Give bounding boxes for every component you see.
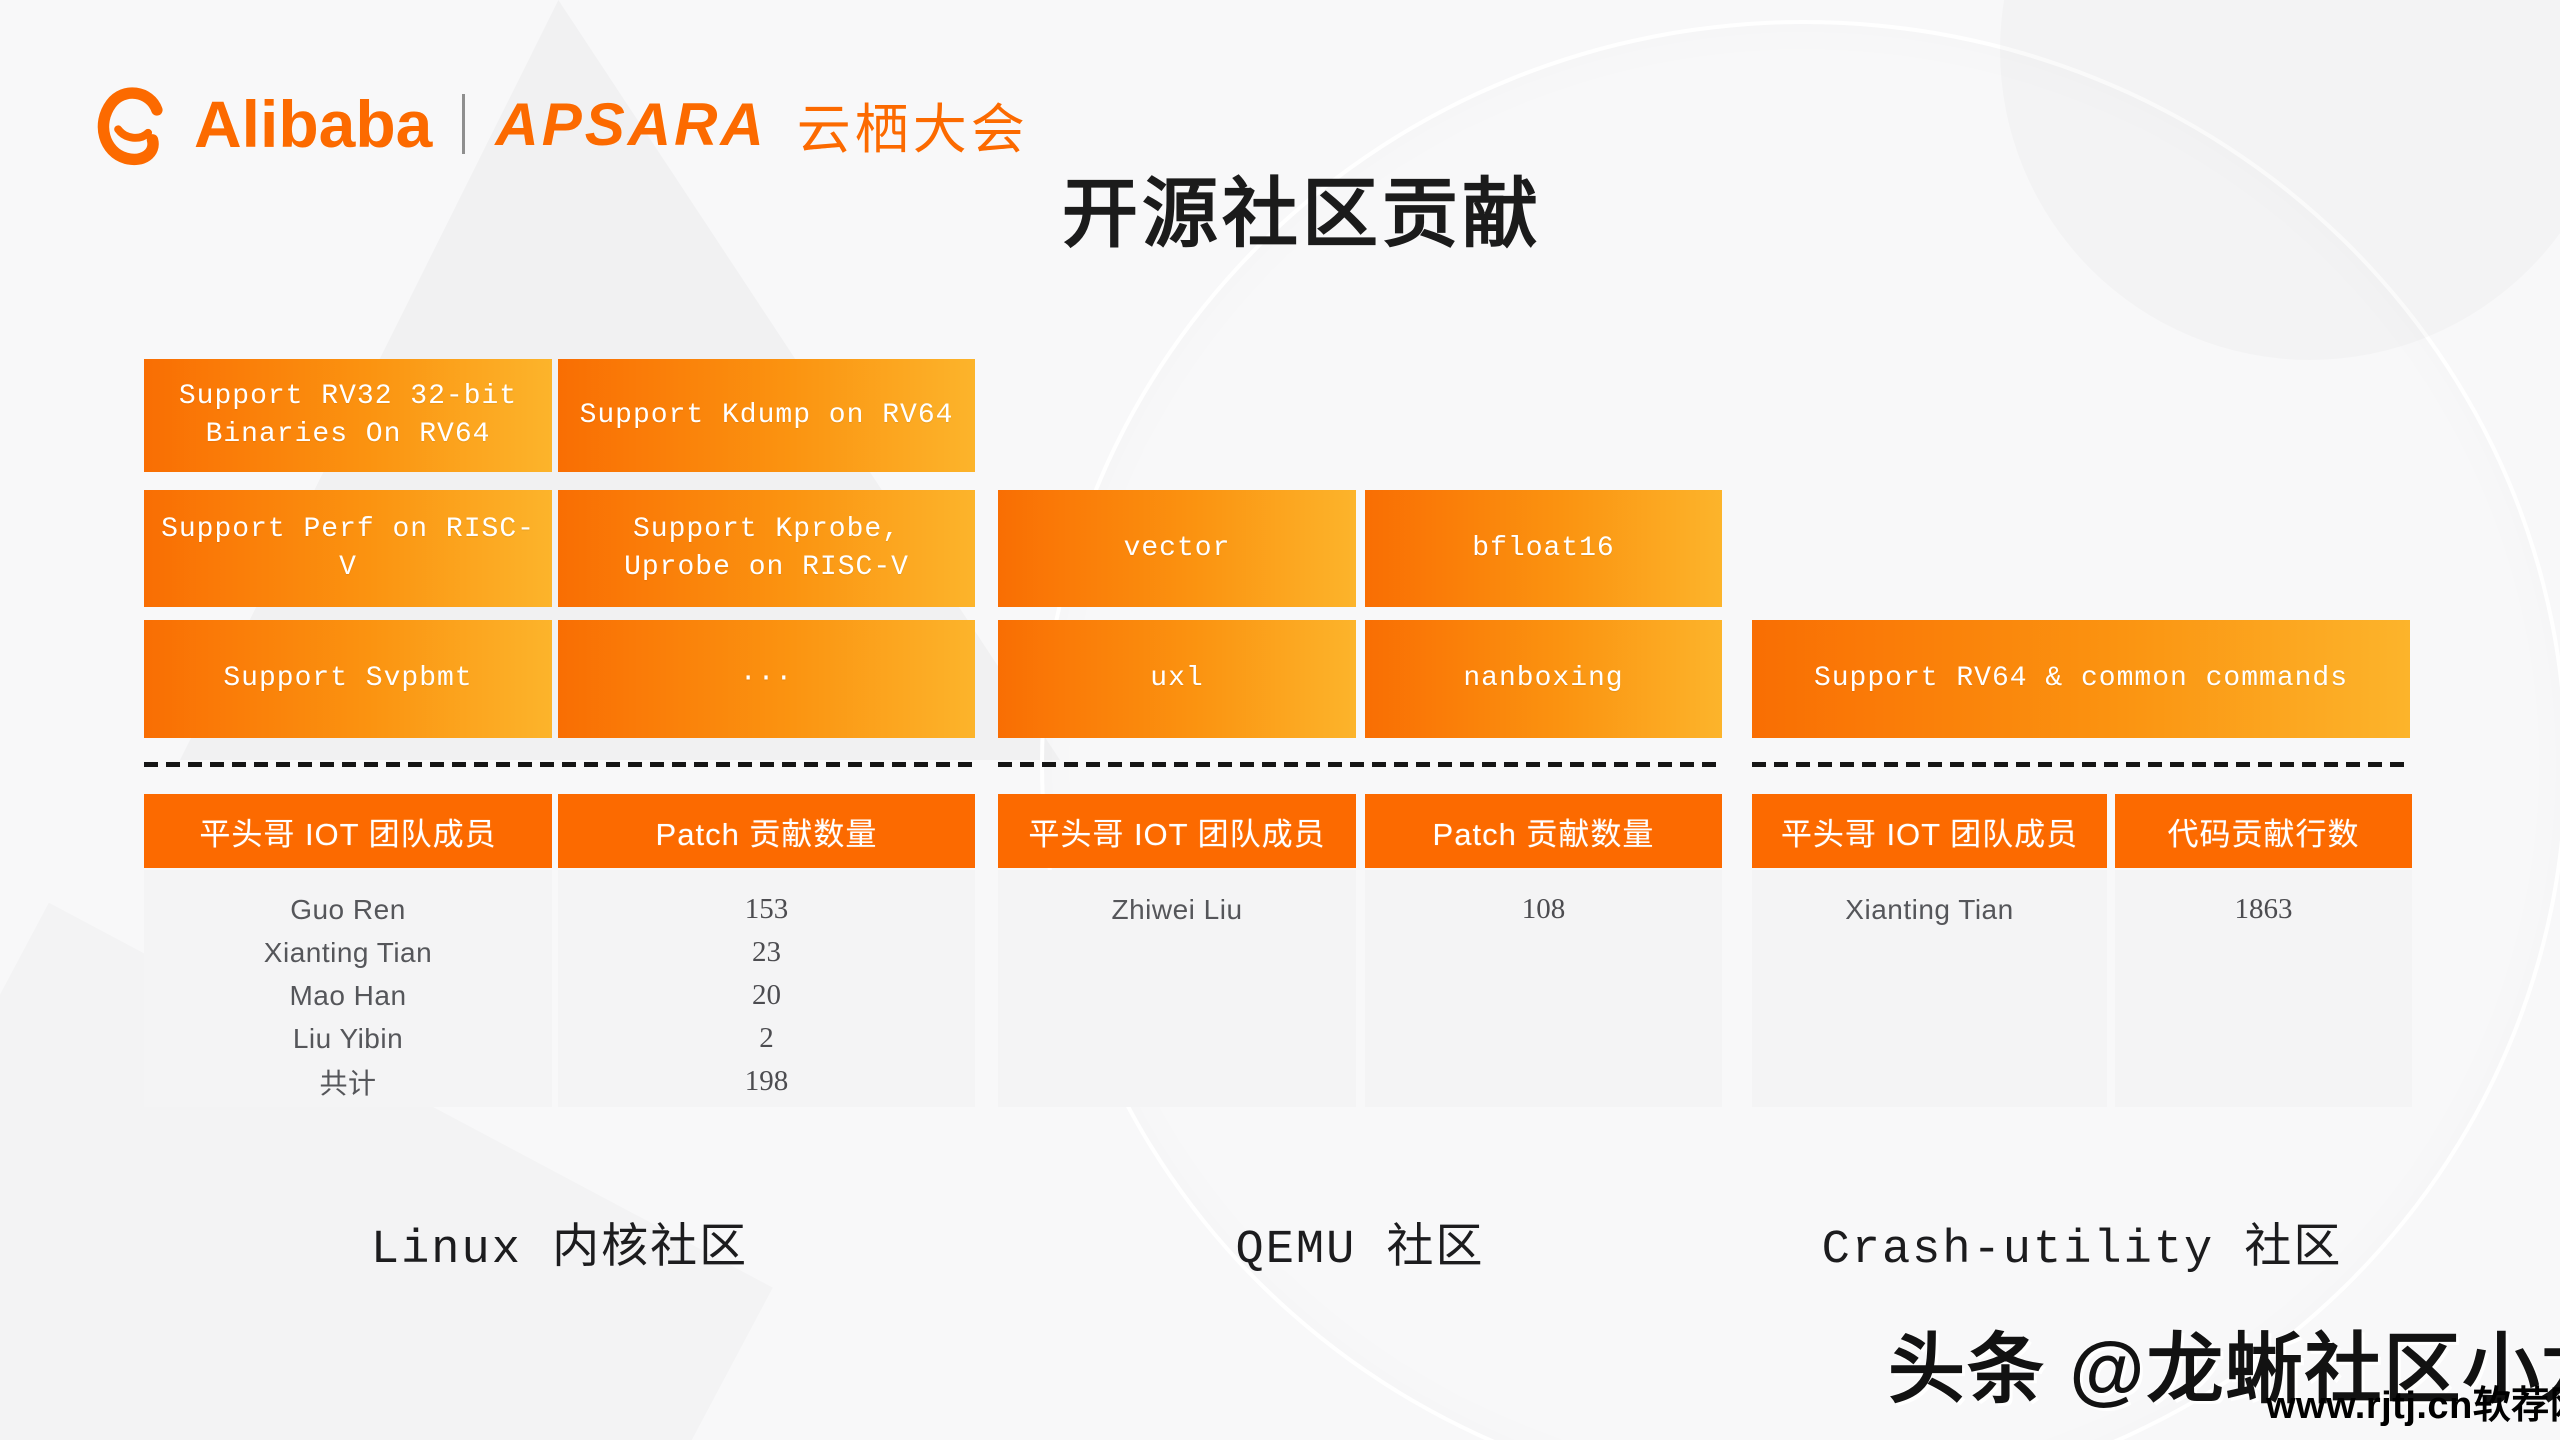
dashed-divider-linux [144, 762, 975, 767]
table-row: 1863 [2115, 888, 2412, 931]
member-name: Xianting Tian [1845, 893, 2014, 925]
feature-box-linux-svpbmt: Support Svpbmt [144, 620, 552, 738]
table-row: 153 [558, 888, 975, 931]
table-row: 2 [558, 1017, 975, 1060]
feature-box-label: Support RV64 & common commands [1813, 663, 2349, 695]
table-row: 198 [558, 1060, 975, 1103]
watermark-site: www.rjtj.cn软荐网 [2266, 1385, 2560, 1427]
table-column-values: 108 [1365, 870, 1722, 1107]
dashed-divider-crash [1752, 762, 2412, 767]
table-row: Guo Ren [144, 888, 552, 931]
feature-box-linux-perf: Support Perf on RISC-V [144, 490, 552, 607]
table-row: Mao Han [144, 974, 552, 1017]
alibaba-smiley-icon [97, 87, 163, 166]
feature-box-label: Support Kprobe, Uprobe on RISC-V [624, 513, 909, 583]
table-row: Xianting Tian [144, 931, 552, 974]
patch-count: 20 [752, 979, 781, 1011]
page-title: 开源社区贡献 [1062, 172, 1542, 257]
feature-box-label: nanboxing [1463, 663, 1624, 695]
table-row: 108 [1365, 888, 1722, 931]
feature-box-linux-more: ··· [558, 620, 975, 738]
conference-wordmark: 云栖大会 [796, 99, 1029, 160]
member-name: Zhiwei Liu [1111, 893, 1243, 925]
member-name: Liu Yibin [292, 1022, 404, 1054]
alibaba-wordmark: Alibaba [194, 87, 433, 161]
table-row: Liu Yibin [144, 1017, 552, 1060]
community-label-linux: Linux 内核社区 [370, 1224, 749, 1277]
table-header-loc: 代码贡献行数 [2115, 794, 2412, 868]
feature-box-label: Support Svpbmt [223, 663, 473, 695]
feature-box-label: Support Perf on RISC-V [161, 513, 535, 583]
patch-count: 2 [759, 1022, 774, 1054]
feature-box-label: bfloat16 [1472, 532, 1615, 564]
table-column-members: Xianting Tian [1752, 870, 2107, 1107]
feature-box-qemu-uxl: uxl [998, 620, 1356, 738]
table-row: 20 [558, 974, 975, 1017]
table-row: 共计 [144, 1060, 552, 1103]
table-column-members: Zhiwei Liu [998, 870, 1356, 1107]
feature-box-linux-kdump: Support Kdump on RV64 [558, 359, 975, 472]
member-name: Guo Ren [290, 893, 406, 925]
feature-box-label: uxl [1150, 663, 1204, 695]
feature-box-label: Support RV32 32-bit Binaries On RV64 [178, 380, 518, 450]
feature-box-qemu-vector: vector [998, 490, 1356, 607]
feature-box-linux-rv32: Support RV32 32-bit Binaries On RV64 [144, 359, 552, 472]
table-header-members: 平头哥 IOT 团队成员 [144, 794, 552, 868]
table-row: Zhiwei Liu [998, 888, 1356, 931]
logo-divider [462, 94, 466, 154]
feature-box-label: vector [1123, 532, 1231, 564]
table-header-members: 平头哥 IOT 团队成员 [1752, 794, 2107, 868]
community-label-crash: Crash-utility 社区 [1821, 1224, 2343, 1277]
feature-box-crash-rv64: Support RV64 & common commands [1752, 620, 2410, 738]
community-label-qemu: QEMU 社区 [1235, 1224, 1485, 1277]
feature-box-label: ··· [739, 663, 794, 695]
feature-box-qemu-bfloat16: bfloat16 [1365, 490, 1722, 607]
table-header-members: 平头哥 IOT 团队成员 [998, 794, 1356, 868]
loc-count: 1863 [2234, 893, 2293, 925]
table-row: 23 [558, 931, 975, 974]
feature-box-qemu-nanboxing: nanboxing [1365, 620, 1722, 738]
apsara-wordmark: APSARA [495, 90, 767, 158]
logo-lockup: Alibaba APSARA 云栖大会 [90, 76, 1029, 172]
watermark-byline: 头条 @龙蜥社区小龙 [1888, 1327, 2560, 1413]
feature-box-label: Support Kdump on RV64 [579, 399, 954, 431]
feature-box-linux-kprobe: Support Kprobe, Uprobe on RISC-V [558, 490, 975, 607]
table-column-values: 1863 [2115, 870, 2412, 1107]
table-column-values: 153 23 20 2 198 [558, 870, 975, 1107]
patch-count-total: 198 [744, 1065, 789, 1097]
patch-count: 153 [744, 893, 789, 925]
dashed-divider-qemu [998, 762, 1722, 767]
table-row: Xianting Tian [1752, 888, 2107, 931]
member-name: Xianting Tian [263, 936, 433, 968]
patch-count: 108 [1521, 893, 1566, 925]
table-header-patches: Patch 贡献数量 [558, 794, 975, 868]
table-header-patches: Patch 贡献数量 [1365, 794, 1722, 868]
table-column-members: Guo Ren Xianting Tian Mao Han Liu Yibin … [144, 870, 552, 1107]
member-total-label: 共计 [319, 1067, 377, 1099]
patch-count: 23 [752, 936, 781, 968]
member-name: Mao Han [289, 979, 407, 1011]
